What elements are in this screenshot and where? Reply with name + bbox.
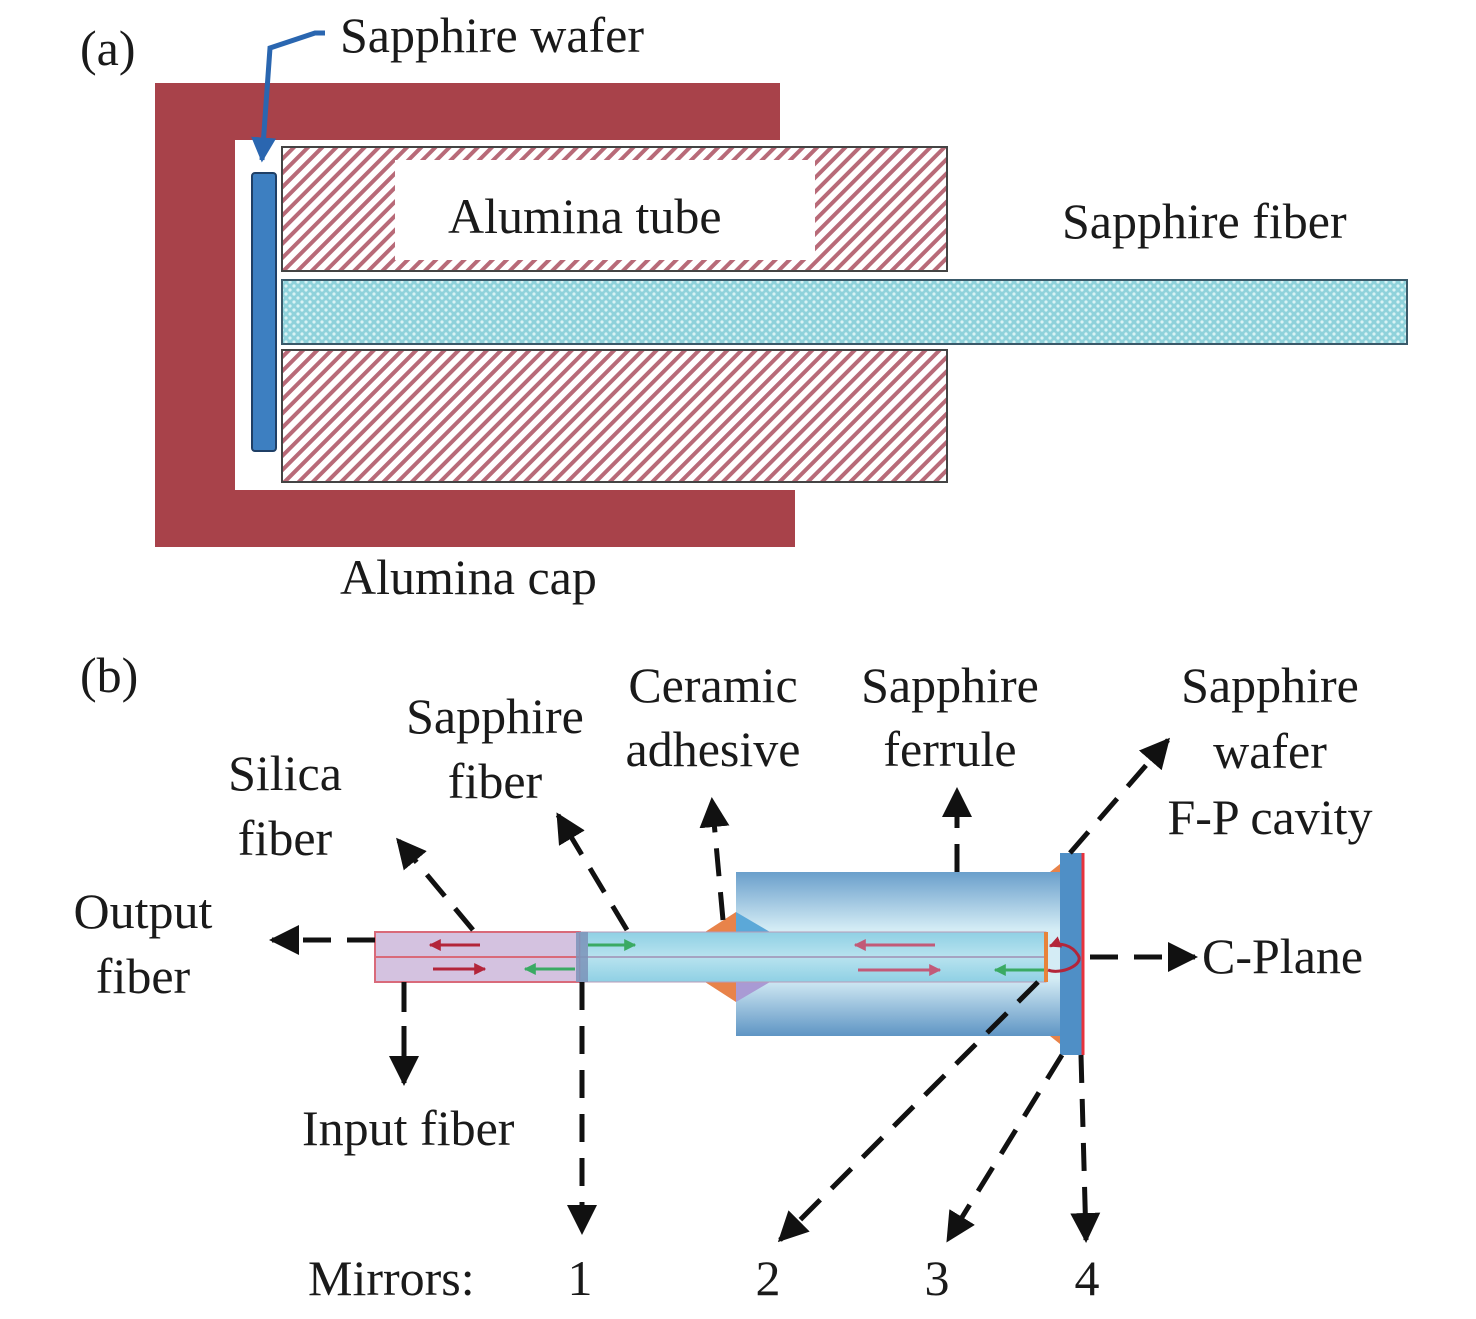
silica-fiber-arrow	[396, 837, 475, 932]
sapphire-wafer-a	[251, 172, 277, 452]
label-output-fiber-line1: Output	[74, 883, 213, 939]
label-sapphire-wafer-a: Sapphire wafer	[340, 7, 644, 63]
label-sapphire-fiber-b-line2: fiber	[448, 753, 543, 809]
wafer-pointer-arrow	[251, 30, 325, 163]
adhesive-purple-bottom	[736, 982, 770, 1002]
mirror-2-label: 2	[756, 1250, 781, 1306]
label-sapphire-ferrule-line1: Sapphire	[861, 657, 1039, 713]
mirror-3-label: 3	[925, 1250, 950, 1306]
sapphire-fiber-a	[281, 279, 1408, 345]
label-alumina-cap: Alumina cap	[340, 549, 597, 605]
sapphire-wafer-b	[1060, 853, 1082, 1055]
label-sapphire-ferrule-line2: ferrule	[883, 721, 1016, 777]
label-sapphire-wafer-b-line2: wafer	[1213, 723, 1327, 779]
label-input-fiber: Input fiber	[302, 1100, 515, 1156]
mirror-1-label: 1	[568, 1250, 593, 1306]
mirror-3-arrow	[945, 1053, 1065, 1243]
alumina-tube-bottom	[281, 349, 948, 483]
label-sapphire-fiber-a: Sapphire fiber	[1062, 193, 1347, 249]
panel-b-tag: (b)	[80, 647, 138, 703]
label-c-plane: C-Plane	[1202, 928, 1363, 984]
mirror-4-label: 4	[1075, 1250, 1100, 1306]
label-alumina-tube: Alumina tube	[448, 188, 722, 244]
ceramic-adhesive-bottom	[705, 982, 736, 1002]
cavity-loop-arrow	[1047, 936, 1081, 973]
alumina-cap	[155, 83, 795, 547]
panel-a-tag: (a)	[80, 20, 136, 76]
mirror-4-arrow	[1070, 1054, 1101, 1243]
label-silica-fiber-line1: Silica	[228, 745, 342, 801]
label-sapphire-fiber-b-line1: Sapphire	[406, 688, 584, 744]
panel-a: (a) Sapphire wafer Alumina tube Sapphire…	[80, 7, 1408, 605]
ceramic-adhesive-arrow	[699, 797, 730, 921]
label-output-fiber-line2: fiber	[96, 948, 191, 1004]
label-ceramic-adhesive-line2: adhesive	[626, 721, 801, 777]
sapphire-fiber-arrow	[555, 812, 630, 932]
sapphire-wafer-fp-arrow	[1068, 737, 1170, 855]
splice-mirror-1	[576, 932, 588, 982]
adhesive-corner-top	[1050, 864, 1060, 872]
adhesive-blue-top	[736, 912, 770, 932]
label-sapphire-wafer-b-line1: Sapphire	[1181, 657, 1359, 713]
label-ceramic-adhesive-line1: Ceramic	[628, 657, 797, 713]
alumina-tube-label-bg	[395, 160, 815, 260]
ceramic-adhesive-top	[705, 912, 736, 932]
label-mirrors: Mirrors:	[308, 1250, 475, 1306]
mirror-2-arrow	[777, 980, 1040, 1243]
label-fp-cavity: F-P cavity	[1167, 789, 1372, 845]
label-silica-fiber-line2: fiber	[238, 810, 333, 866]
panel-b: (b)	[74, 647, 1373, 1306]
adhesive-corner-bottom	[1050, 1036, 1060, 1044]
